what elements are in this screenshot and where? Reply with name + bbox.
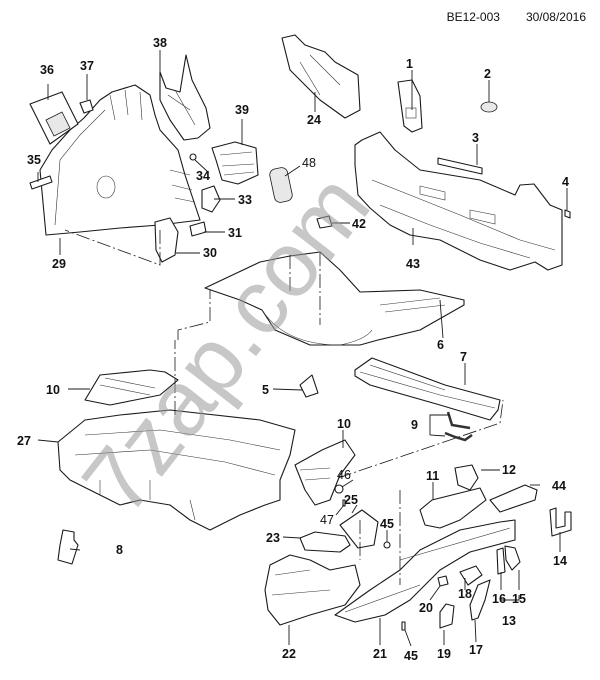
part-45-clip-lower[interactable]	[401, 621, 406, 631]
part-3-strip[interactable]	[437, 157, 483, 175]
callout-23[interactable]: 23	[266, 531, 280, 545]
callout-labels: 1 2 3 4 5 6 7 8 9 10 10 11 12 13 14 15 1…	[17, 36, 569, 663]
callout-27[interactable]: 27	[17, 434, 31, 448]
part-46-nut[interactable]	[334, 484, 344, 494]
diagram-code: BE12-003	[446, 10, 500, 24]
part-22-floor-section[interactable]	[264, 554, 361, 626]
callout-37[interactable]: 37	[80, 59, 94, 73]
part-24-upper-panel[interactable]	[281, 34, 361, 119]
part-37-pin[interactable]	[79, 99, 94, 114]
callout-48[interactable]: 48	[302, 156, 316, 170]
part-39-box-bracket[interactable]	[211, 141, 259, 185]
part-33-latch[interactable]	[201, 185, 221, 213]
part-36-bracket[interactable]	[29, 91, 79, 145]
part-47-screw[interactable]	[342, 499, 346, 507]
part-5-bracket[interactable]	[299, 374, 319, 398]
callout-6[interactable]: 6	[437, 338, 444, 352]
part-19-bracket[interactable]	[439, 603, 455, 629]
part-43-rear-panel[interactable]	[354, 131, 563, 271]
part-11-bracket[interactable]	[419, 487, 487, 529]
part-27-front-floor[interactable]	[57, 409, 296, 531]
part-31-bracket[interactable]	[189, 221, 207, 237]
callout-14[interactable]: 14	[553, 554, 567, 568]
part-44-channel[interactable]	[489, 484, 538, 513]
callout-45-lower[interactable]: 45	[404, 649, 418, 663]
callout-8[interactable]: 8	[116, 543, 123, 557]
callout-12[interactable]: 12	[502, 463, 516, 477]
callout-17[interactable]: 17	[469, 643, 483, 657]
callout-21[interactable]: 21	[373, 647, 387, 661]
part-8-clip[interactable]	[57, 529, 79, 565]
part-15-bracket[interactable]	[504, 545, 521, 571]
callout-34[interactable]: 34	[196, 169, 210, 183]
callout-44[interactable]: 44	[552, 479, 566, 493]
part-45-clip-upper[interactable]	[383, 541, 391, 549]
callout-3[interactable]: 3	[472, 131, 479, 145]
callout-30[interactable]: 30	[203, 246, 217, 260]
part-1-plate[interactable]	[397, 79, 423, 133]
callout-20[interactable]: 20	[419, 601, 433, 615]
callout-39[interactable]: 39	[235, 103, 249, 117]
part-17-bracket[interactable]	[469, 579, 491, 621]
callout-47[interactable]: 47	[320, 513, 334, 527]
part-14-bracket[interactable]	[549, 507, 572, 537]
callout-45-upper[interactable]: 45	[380, 517, 394, 531]
callout-5[interactable]: 5	[262, 383, 269, 397]
callout-29[interactable]: 29	[52, 257, 66, 271]
callout-15[interactable]: 15	[512, 592, 526, 606]
callout-2[interactable]: 2	[484, 67, 491, 81]
part-10-outrigger-right[interactable]	[294, 439, 356, 506]
callout-4[interactable]: 4	[562, 175, 569, 189]
callout-25[interactable]: 25	[344, 493, 358, 507]
part-18-bracket[interactable]	[459, 565, 483, 586]
part-38-pillar-reinforcement[interactable]	[159, 54, 211, 141]
part-25-bracket[interactable]	[339, 509, 379, 549]
callout-10-left[interactable]: 10	[46, 383, 60, 397]
callout-35[interactable]: 35	[27, 153, 41, 167]
part-35-clip[interactable]	[29, 175, 53, 190]
part-20-clip[interactable]	[437, 575, 449, 587]
callout-1[interactable]: 1	[406, 57, 413, 71]
callout-36[interactable]: 36	[40, 63, 54, 77]
callout-11[interactable]: 11	[426, 469, 439, 483]
part-42-clip[interactable]	[316, 215, 333, 229]
callout-10-right[interactable]: 10	[337, 417, 351, 431]
diagram-date: 30/08/2016	[525, 10, 586, 24]
part-30-lower-bracket[interactable]	[154, 217, 179, 263]
part-23-bracket[interactable]	[299, 531, 351, 553]
callout-46[interactable]: 46	[337, 468, 351, 482]
callout-24[interactable]: 24	[307, 113, 321, 127]
part-48-pad[interactable]	[269, 167, 294, 204]
part-34-nut[interactable]	[189, 153, 197, 161]
part-12-bracket[interactable]	[454, 464, 479, 491]
part-16-bracket[interactable]	[496, 547, 506, 575]
part-10-outrigger-left[interactable]	[84, 369, 179, 406]
callout-38[interactable]: 38	[153, 36, 167, 50]
callout-33[interactable]: 33	[238, 193, 252, 207]
part-9-brackets[interactable]	[444, 411, 473, 442]
part-6-rear-floor[interactable]	[204, 251, 465, 346]
callout-22[interactable]: 22	[282, 647, 296, 661]
callout-7[interactable]: 7	[460, 350, 467, 364]
part-2-grommet[interactable]	[480, 101, 498, 113]
part-7-crossmember[interactable]	[354, 357, 501, 421]
callout-42[interactable]: 42	[352, 217, 366, 231]
part-21-sill[interactable]	[334, 519, 516, 623]
callout-19[interactable]: 19	[437, 647, 451, 661]
assembly-lines	[64, 229, 504, 585]
part-4-clip[interactable]	[564, 209, 571, 219]
callout-31[interactable]: 31	[228, 226, 242, 240]
callout-13[interactable]: 13	[502, 614, 516, 628]
callout-16[interactable]: 16	[492, 592, 506, 606]
callout-9[interactable]: 9	[411, 418, 418, 432]
callout-18[interactable]: 18	[458, 587, 472, 601]
callout-43[interactable]: 43	[406, 257, 420, 271]
leader-lines	[37, 50, 568, 647]
diagram-header: BE12-003 30/08/2016	[447, 10, 586, 24]
